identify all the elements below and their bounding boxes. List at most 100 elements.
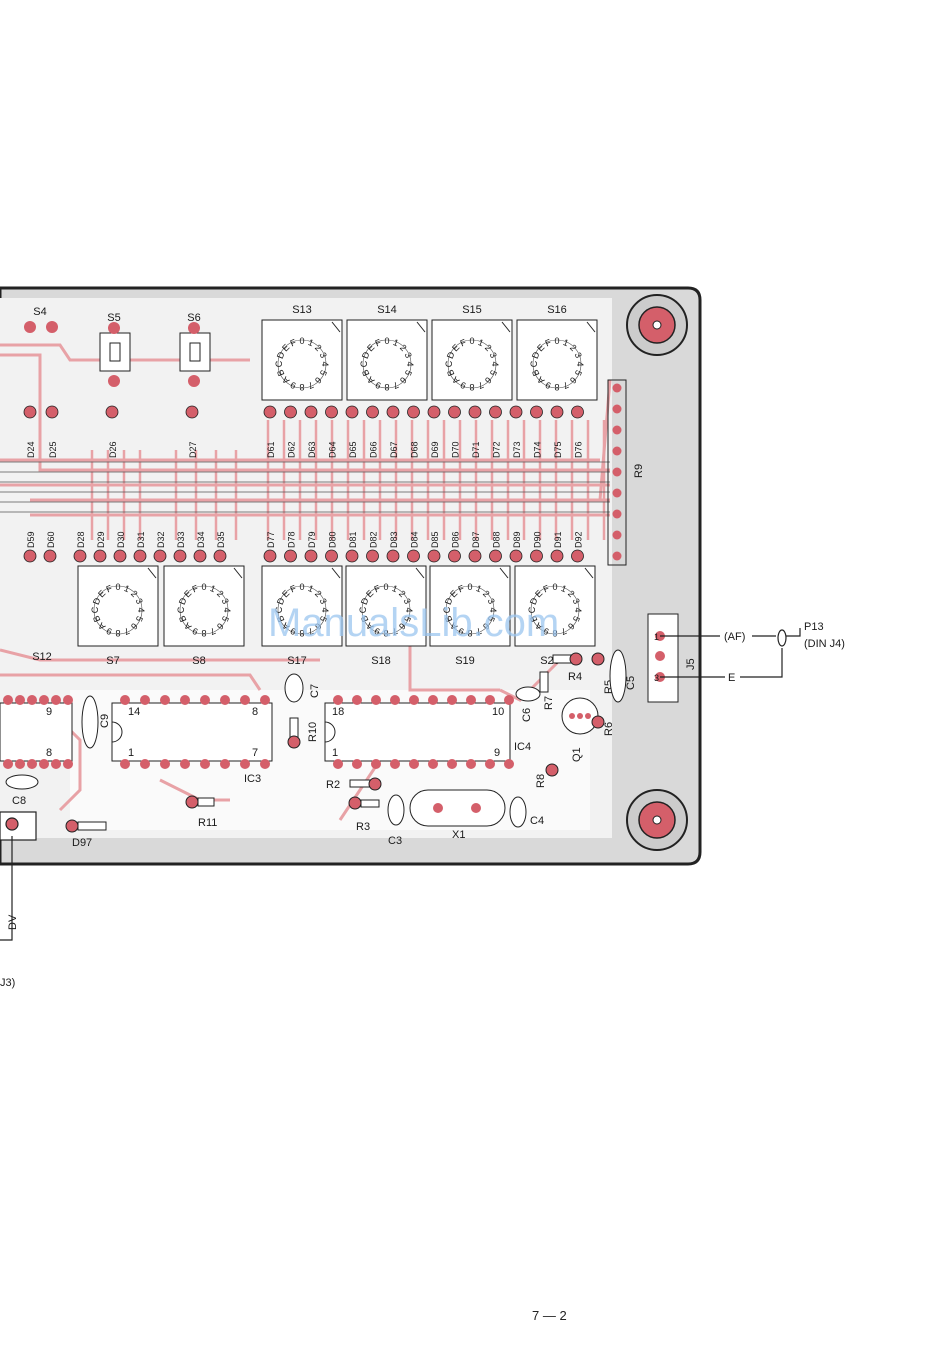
capacitor-c7: C7 bbox=[284, 673, 321, 703]
svg-text:8: 8 bbox=[383, 628, 388, 638]
svg-text:5: 5 bbox=[488, 369, 499, 377]
diode-label-d28: D28 bbox=[76, 531, 86, 548]
svg-text:7: 7 bbox=[477, 380, 485, 391]
ic-left: 9 8 bbox=[0, 702, 73, 762]
svg-text:C: C bbox=[529, 360, 539, 367]
svg-text:J5: J5 bbox=[685, 658, 697, 670]
s7-label: S7 bbox=[106, 655, 119, 667]
diode-label-d26: D26 bbox=[108, 441, 118, 458]
svg-text:1: 1 bbox=[392, 337, 400, 348]
diode-label-d77: D77 bbox=[266, 531, 276, 548]
diode-label-d64: D64 bbox=[328, 441, 338, 458]
r9-label: R9 bbox=[633, 464, 645, 478]
svg-text:1: 1 bbox=[654, 632, 659, 642]
svg-text:9: 9 bbox=[542, 626, 550, 637]
svg-text:F: F bbox=[373, 583, 382, 595]
svg-text:1: 1 bbox=[123, 583, 131, 594]
svg-text:5: 5 bbox=[134, 615, 145, 623]
svg-text:2: 2 bbox=[313, 342, 324, 353]
diode-label-d24: D24 bbox=[26, 441, 36, 458]
svg-text:B: B bbox=[91, 614, 103, 623]
capacitor-c5: C5 bbox=[609, 649, 637, 703]
diode-label-d85: D85 bbox=[430, 531, 440, 548]
svg-text:1: 1 bbox=[560, 583, 568, 594]
svg-text:D: D bbox=[91, 596, 103, 606]
diode-label-d35: D35 bbox=[216, 531, 226, 548]
svg-text:4: 4 bbox=[320, 361, 330, 366]
svg-text:E: E bbox=[182, 588, 193, 599]
svg-text:4: 4 bbox=[575, 361, 585, 366]
diode-label-d92: D92 bbox=[574, 531, 584, 548]
svg-text:B: B bbox=[445, 368, 457, 377]
svg-text:E: E bbox=[365, 342, 376, 353]
dv-label: DV bbox=[7, 914, 19, 930]
push-switch-s5 bbox=[99, 322, 131, 387]
diode-label-d75: D75 bbox=[553, 441, 563, 458]
resistor-network-r9: R9 bbox=[607, 379, 645, 566]
capacitor-c3: C3 bbox=[387, 794, 405, 847]
svg-text:B: B bbox=[177, 614, 189, 623]
resistor-r3: R3 bbox=[348, 796, 380, 833]
s19-label: S19 bbox=[455, 655, 475, 667]
diode-label-d63: D63 bbox=[307, 441, 317, 458]
svg-text:7: 7 bbox=[307, 626, 315, 637]
resistor-r4: R4 bbox=[552, 652, 583, 683]
svg-text:7: 7 bbox=[562, 380, 570, 391]
diode-label-d84: D84 bbox=[410, 531, 420, 548]
svg-text:D: D bbox=[530, 350, 542, 360]
svg-text:3: 3 bbox=[654, 673, 659, 683]
svg-text:D: D bbox=[275, 596, 287, 606]
svg-text:9: 9 bbox=[374, 380, 382, 391]
diode-label-d88: D88 bbox=[492, 531, 502, 548]
svg-text:0: 0 bbox=[384, 336, 389, 346]
svg-text:2: 2 bbox=[481, 588, 492, 599]
connector-j5: 1 3 J5 bbox=[647, 613, 697, 703]
watermark: ManualsLib.com bbox=[268, 601, 559, 645]
svg-text:10: 10 bbox=[492, 706, 504, 718]
svg-text:2: 2 bbox=[215, 588, 226, 599]
diode-label-d65: D65 bbox=[348, 441, 358, 458]
diode-label-d69: D69 bbox=[430, 441, 440, 458]
svg-text:1: 1 bbox=[209, 583, 217, 594]
ic3-label: IC3 bbox=[244, 773, 261, 785]
svg-text:B: B bbox=[275, 368, 287, 377]
svg-text:A: A bbox=[365, 375, 376, 386]
diode-label-d59: D59 bbox=[26, 531, 36, 548]
svg-text:6: 6 bbox=[568, 375, 579, 386]
svg-text:8: 8 bbox=[115, 628, 120, 638]
svg-text:6: 6 bbox=[481, 621, 492, 632]
svg-text:F: F bbox=[289, 583, 298, 595]
svg-text:0: 0 bbox=[201, 582, 206, 592]
svg-text:1: 1 bbox=[391, 583, 399, 594]
svg-text:5: 5 bbox=[403, 369, 414, 377]
svg-text:R4: R4 bbox=[568, 671, 582, 683]
svg-text:0: 0 bbox=[299, 336, 304, 346]
svg-text:C: C bbox=[444, 360, 454, 367]
ic4-label: IC4 bbox=[514, 741, 531, 753]
diode-label-d33: D33 bbox=[176, 531, 186, 548]
diode-label-d70: D70 bbox=[451, 441, 461, 458]
svg-text:B: B bbox=[360, 368, 372, 377]
p13-cable bbox=[660, 628, 801, 678]
svg-text:2: 2 bbox=[397, 588, 408, 599]
svg-text:8: 8 bbox=[299, 382, 304, 392]
svg-text:1: 1 bbox=[307, 583, 315, 594]
svg-text:5: 5 bbox=[220, 615, 231, 623]
s8-label: S8 bbox=[192, 655, 205, 667]
svg-text:6: 6 bbox=[398, 375, 409, 386]
push-switch-s6 bbox=[179, 322, 211, 387]
svg-text:3: 3 bbox=[134, 597, 145, 605]
svg-text:X1: X1 bbox=[452, 829, 465, 841]
svg-text:D: D bbox=[528, 596, 540, 606]
svg-text:C4: C4 bbox=[530, 815, 544, 827]
capacitor-c9: C9 bbox=[81, 695, 111, 749]
svg-text:6: 6 bbox=[566, 621, 577, 632]
svg-text:7: 7 bbox=[252, 747, 258, 759]
svg-text:4: 4 bbox=[573, 607, 583, 612]
svg-text:0: 0 bbox=[469, 336, 474, 346]
svg-text:3: 3 bbox=[488, 351, 499, 359]
